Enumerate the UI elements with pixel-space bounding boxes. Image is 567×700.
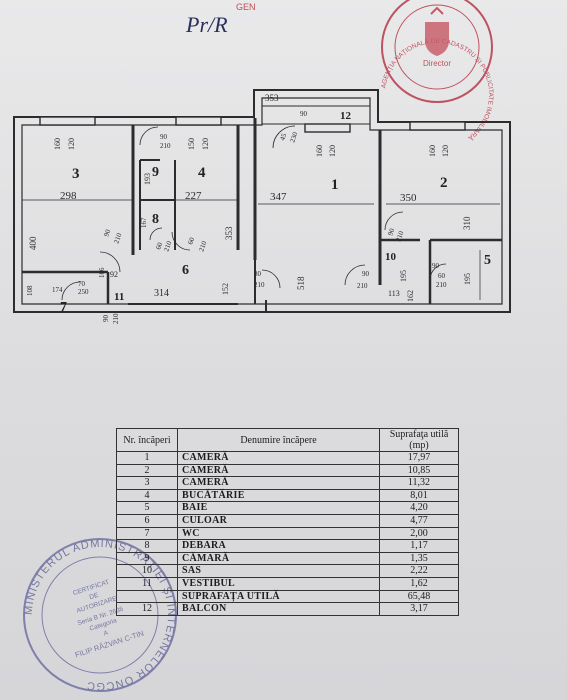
- dim-90e: 90: [386, 227, 396, 237]
- dimension-labels: 353 90 160 120 90 210 150 120 45 230 160…: [26, 93, 472, 324]
- dim-310: 310: [462, 216, 472, 230]
- dim-90h: 90: [102, 315, 110, 323]
- signature: Pr/R GEN: [185, 2, 256, 37]
- dim-160c: 160: [428, 145, 437, 157]
- dim-120b: 120: [201, 138, 210, 150]
- dim-167: 167: [140, 217, 148, 228]
- room-label-7: 7: [60, 300, 67, 315]
- dim-227: 227: [185, 190, 202, 202]
- dim-120d: 120: [441, 145, 450, 157]
- coat-of-arms-icon: [425, 6, 449, 56]
- dim-60b: 60: [186, 236, 196, 246]
- dim-210c: 210: [112, 232, 123, 245]
- dim-195b: 195: [463, 273, 472, 285]
- dim-230: 230: [288, 131, 299, 144]
- dim-210e: 210: [197, 240, 208, 253]
- dim-250: 250: [78, 288, 89, 296]
- header-nr: Nr. încăperi: [116, 428, 178, 452]
- room-labels: 3 4 1 2 5 6 7 8 9 10 11 12: [60, 110, 491, 315]
- dim-90d: 90: [102, 228, 112, 238]
- room-label-11: 11: [114, 291, 124, 303]
- dim-210f: 210: [394, 230, 405, 243]
- svg-text:A: A: [103, 629, 110, 637]
- room-label-8: 8: [152, 212, 159, 227]
- dim-518: 518: [296, 276, 306, 290]
- room-label-10: 10: [385, 251, 397, 263]
- header-area: Suprafaţa utilă (mp): [379, 428, 459, 452]
- room-label-5: 5: [484, 253, 491, 268]
- svg-text:FILIP RĂZVAN C-TIN: FILIP RĂZVAN C-TIN: [74, 629, 145, 660]
- dim-80: 80: [254, 270, 262, 278]
- dim-150: 150: [187, 138, 196, 150]
- dim-90: 90: [300, 110, 308, 118]
- dim-60c: 60: [438, 272, 446, 280]
- svg-text:DE: DE: [89, 592, 100, 602]
- dim-210i: 210: [436, 281, 447, 289]
- room-label-6: 6: [182, 263, 189, 278]
- dim-45: 45: [278, 132, 288, 142]
- room-label-3: 3: [72, 166, 80, 182]
- dim-90f: 90: [432, 262, 440, 270]
- dim-160: 160: [53, 138, 62, 150]
- dim-108: 108: [26, 285, 34, 296]
- dim-90g: 90: [362, 270, 370, 278]
- red-text-fragment: GEN: [236, 2, 256, 12]
- dim-60a: 60: [154, 241, 164, 251]
- dim-120: 120: [67, 138, 76, 150]
- dim-162: 162: [406, 290, 415, 302]
- dim-113: 113: [388, 289, 400, 298]
- header-name: Denumire încăpere: [177, 428, 380, 452]
- room-label-12: 12: [340, 110, 352, 122]
- signature-text: Pr/R: [185, 12, 228, 37]
- stamp-title: Director: [423, 59, 451, 68]
- dim-106: 106: [98, 267, 106, 278]
- room-label-9: 9: [152, 165, 159, 180]
- dim-160b: 160: [315, 145, 324, 157]
- floor-plan: [13, 89, 511, 313]
- dim-353: 353: [265, 93, 279, 103]
- dim-347: 347: [270, 191, 287, 203]
- table-header-row: Nr. încăperi Denumire încăpere Suprafaţa…: [116, 428, 459, 452]
- dim-174: 174: [52, 286, 63, 294]
- dim-210g: 210: [254, 281, 265, 289]
- dim-120c: 120: [328, 145, 337, 157]
- dim-350: 350: [400, 192, 417, 204]
- dim-353b: 353: [224, 226, 234, 240]
- dim-400: 400: [28, 236, 38, 250]
- dim-298: 298: [60, 190, 77, 202]
- dim-314: 314: [154, 288, 169, 299]
- dim-210: 210: [160, 142, 171, 150]
- dim-70: 70: [78, 280, 86, 288]
- dim-152: 152: [221, 283, 230, 295]
- dim-210j: 210: [112, 313, 120, 324]
- dim-195a: 195: [399, 270, 408, 282]
- rooms-table: Nr. încăperi Denumire încăpere Suprafaţa…: [116, 428, 459, 616]
- room-label-1: 1: [331, 177, 339, 193]
- dim-210d: 210: [162, 240, 173, 253]
- room-label-4: 4: [198, 165, 206, 181]
- dim-92: 92: [110, 270, 118, 279]
- dim-193: 193: [143, 173, 152, 185]
- dim-90b: 90: [160, 133, 168, 141]
- room-label-2: 2: [440, 175, 448, 191]
- dim-210h: 210: [357, 282, 368, 290]
